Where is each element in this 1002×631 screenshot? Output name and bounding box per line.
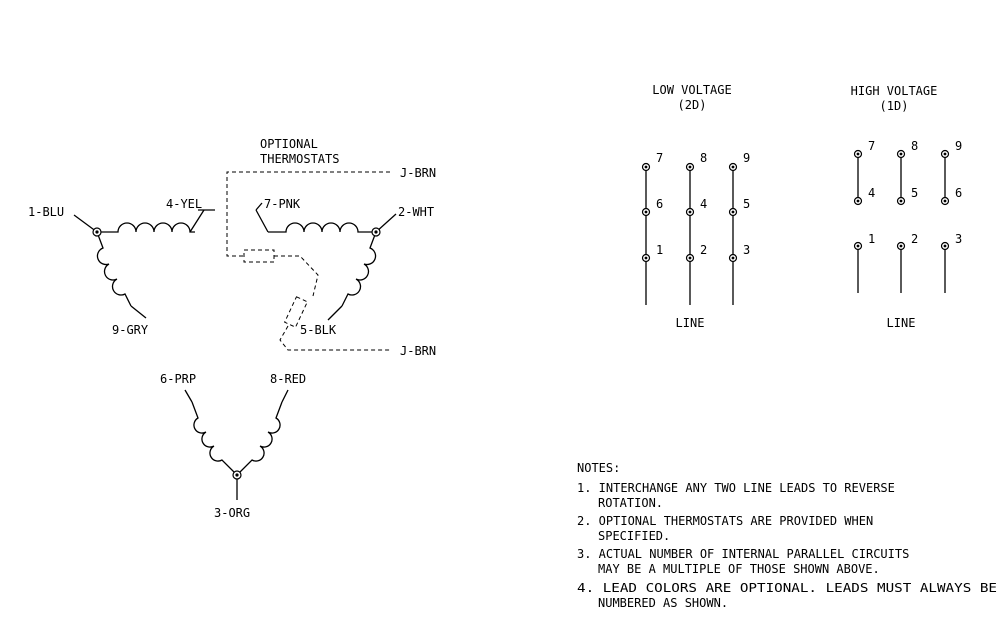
hv-terminal-2 (896, 241, 906, 251)
coil-6-3 (191, 401, 238, 476)
note-2-line2: SPECIFIED. (598, 529, 670, 543)
hv-label-bottom-3: 3 (955, 232, 962, 246)
hv-label-bottom-1: 1 (868, 232, 875, 246)
hv-terminal-5 (896, 196, 906, 206)
coil-2-5 (341, 231, 377, 307)
low-voltage-subtitle: (2D) (678, 98, 707, 112)
hv-terminal-3 (940, 241, 950, 251)
note-1-line1: 1. INTERCHANGE ANY TWO LINE LEADS TO REV… (577, 481, 895, 495)
lv-label-top-1: 7 (656, 151, 663, 165)
hv-terminal-7 (853, 149, 863, 159)
hv-label-bottom-2: 2 (911, 232, 918, 246)
lv-label-mid-1: 6 (656, 197, 663, 211)
lv-terminal-6 (641, 207, 651, 217)
hv-terminal-6 (940, 196, 950, 206)
hv-label-mid-3: 6 (955, 186, 962, 200)
high-voltage-connection: HIGH VOLTAGE (1D) 7 8 9 4 5 6 1 2 3 LINE (851, 84, 963, 330)
lv-label-mid-3: 5 (743, 197, 750, 211)
lead-label-9-gry: 9-GRY (112, 323, 149, 337)
lead-label-2-wht: 2-WHT (398, 205, 434, 219)
thermostat-2 (283, 296, 309, 328)
hv-label-top-3: 9 (955, 139, 962, 153)
lead-label-7-pnk: 7-PNK (264, 197, 301, 211)
note-1-line2: ROTATION. (598, 496, 663, 510)
lv-label-bottom-2: 2 (700, 243, 707, 257)
lv-terminal-4 (685, 207, 695, 217)
hv-label-top-2: 8 (911, 139, 918, 153)
lv-terminal-2 (685, 253, 695, 263)
lead-7-tick (255, 202, 263, 211)
lead-7 (255, 209, 269, 233)
lv-terminal-8 (685, 162, 695, 172)
hv-terminal-4 (853, 196, 863, 206)
notes-heading: NOTES: (577, 461, 620, 475)
hv-terminal-1 (853, 241, 863, 251)
note-2-line1: 2. OPTIONAL THERMOSTATS ARE PROVIDED WHE… (577, 514, 873, 528)
lead-4 (189, 209, 205, 233)
thermostat-wire-top (226, 171, 390, 257)
hv-terminal-9 (940, 149, 950, 159)
lv-label-bottom-1: 1 (656, 243, 663, 257)
hv-label-top-1: 7 (868, 139, 875, 153)
thermostat-label-line2: THERMOSTATS (260, 152, 339, 166)
lead-1 (73, 214, 98, 233)
coil-1-9 (96, 231, 132, 307)
coil-7-2 (268, 222, 376, 233)
lead-label-1-blu: 1-BLU (28, 205, 64, 219)
lead-8 (281, 389, 289, 403)
lead-label-5-blk: 5-BLK (300, 323, 337, 337)
low-voltage-connection: LOW VOLTAGE (2D) 7 8 9 6 4 5 1 2 3 LINE (641, 83, 750, 330)
lv-terminal-5 (728, 207, 738, 217)
lv-terminal-3 (728, 253, 738, 263)
coil-8-3 (236, 401, 283, 476)
hv-terminal-8 (896, 149, 906, 159)
lead-5 (327, 305, 343, 321)
high-voltage-subtitle: (1D) (880, 99, 909, 113)
lead-9 (130, 305, 147, 319)
terminal-3 (232, 470, 242, 480)
lv-label-mid-2: 4 (700, 197, 707, 211)
thermostat-wire-mid (274, 255, 319, 297)
jbrn-label-bottom: J-BRN (400, 344, 436, 358)
coil-1-4 (97, 222, 195, 233)
low-voltage-title: LOW VOLTAGE (652, 83, 731, 97)
hv-line-label: LINE (887, 316, 916, 330)
lv-terminal-1 (641, 253, 651, 263)
high-voltage-title: HIGH VOLTAGE (851, 84, 938, 98)
lv-line-label: LINE (676, 316, 705, 330)
hv-label-mid-1: 4 (868, 186, 875, 200)
lv-label-bottom-3: 3 (743, 243, 750, 257)
lead-label-4-yel: 4-YEL (166, 197, 202, 211)
lead-label-6-prp: 6-PRP (160, 372, 196, 386)
lv-terminal-7 (641, 162, 651, 172)
notes: NOTES: 1. INTERCHANGE ANY TWO LINE LEADS… (577, 461, 997, 610)
hv-label-mid-2: 5 (911, 186, 918, 200)
lv-label-top-3: 9 (743, 151, 750, 165)
note-4-line1: 4. LEAD COLORS ARE OPTIONAL. LEADS MUST … (577, 581, 997, 595)
thermostat-label-line1: OPTIONAL (260, 137, 318, 151)
terminal-1 (92, 227, 102, 237)
lead-label-8-red: 8-RED (270, 372, 306, 386)
lv-terminal-9 (728, 162, 738, 172)
terminal-2 (371, 227, 381, 237)
thermostat-wire-bottom (279, 325, 390, 351)
note-4-line2: NUMBERED AS SHOWN. (598, 596, 728, 610)
jbrn-label-top: J-BRN (400, 166, 436, 180)
motor-schematic: OPTIONAL THERMOSTATS 4-YEL 1-BLU 9-GRY 7… (28, 137, 436, 520)
lead-label-3-org: 3-ORG (214, 506, 250, 520)
thermostat-1 (243, 249, 275, 263)
lead-6 (184, 389, 193, 403)
note-3-line1: 3. ACTUAL NUMBER OF INTERNAL PARALLEL CI… (577, 547, 909, 561)
note-3-line2: MAY BE A MULTIPLE OF THOSE SHOWN ABOVE. (598, 562, 880, 576)
lv-label-top-2: 8 (700, 151, 707, 165)
